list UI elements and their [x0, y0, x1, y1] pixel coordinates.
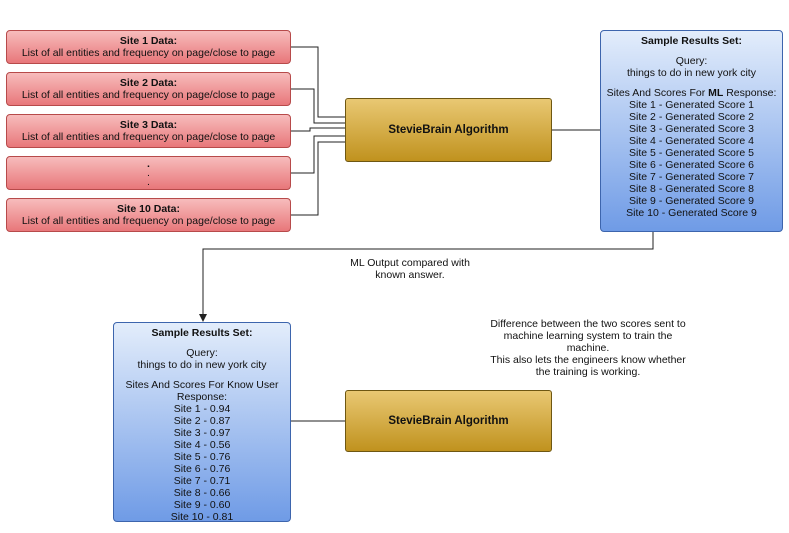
- ml-query-label: Query:: [675, 55, 708, 67]
- known-scores-heading-line-1: Sites And Scores For Know User: [125, 379, 279, 391]
- ml-score-row: Site 5 - Generated Score 5: [629, 147, 754, 159]
- ellipsis-dot-2: .: [147, 167, 150, 179]
- site-1-data-box: Site 1 Data: List of all entities and fr…: [6, 30, 291, 64]
- ml-score-row: Site 6 - Generated Score 6: [629, 159, 754, 171]
- ml-scores-heading-bold: ML: [708, 87, 724, 99]
- difference-note-line-2: machine learning system to train the: [503, 330, 673, 342]
- comparison-caption-line-1: ML Output compared with: [350, 257, 470, 269]
- stevie-brain-algorithm-bottom: StevieBrain Algorithm: [345, 390, 552, 452]
- ml-query-value: things to do in new york city: [627, 67, 756, 79]
- known-scores-heading-line-2: Response:: [176, 391, 228, 403]
- difference-note-line-3: machine.: [566, 342, 610, 354]
- ml-scores-heading: Sites And Scores For ML Response:: [601, 87, 782, 99]
- known-results-set: Sample Results Set: Query: things to do …: [113, 322, 291, 523]
- comparison-caption: ML Output compared with known answer.: [330, 257, 490, 281]
- known-score-row: Site 8 - 0.66: [173, 487, 231, 499]
- ellipsis-dot-3: .: [147, 176, 150, 188]
- ml-score-row: Site 10 - Generated Score 9: [626, 207, 757, 219]
- ml-results-set: Sample Results Set: Query: things to do …: [600, 30, 783, 232]
- ml-score-row: Site 7 - Generated Score 7: [629, 171, 754, 183]
- site-ellipsis-box: . . .: [6, 156, 291, 190]
- known-score-row: Site 5 - 0.76: [173, 451, 231, 463]
- known-score-row: Site 9 - 0.60: [173, 499, 231, 511]
- known-score-row: Site 4 - 0.56: [173, 439, 231, 451]
- difference-note: Difference between the two scores sent t…: [463, 318, 713, 378]
- known-score-row: Site 1 - 0.94: [173, 403, 231, 415]
- known-score-row: Site 10 - 0.81: [170, 511, 234, 523]
- ml-score-row: Site 1 - Generated Score 1: [629, 99, 754, 111]
- site-1-description: List of all entities and frequency on pa…: [21, 47, 276, 59]
- ml-score-row: Site 4 - Generated Score 4: [629, 135, 754, 147]
- site-1-title: Site 1 Data:: [119, 35, 178, 47]
- known-score-row: Site 6 - 0.76: [173, 463, 231, 475]
- site-3-title: Site 3 Data:: [119, 119, 178, 131]
- site-3-data-box: Site 3 Data: List of all entities and fr…: [6, 114, 291, 148]
- known-score-row: Site 3 - 0.97: [173, 427, 231, 439]
- known-query-label: Query:: [186, 347, 218, 359]
- ml-score-row: Site 8 - Generated Score 8: [629, 183, 754, 195]
- site-2-title: Site 2 Data:: [119, 77, 178, 89]
- site-2-data-box: Site 2 Data: List of all entities and fr…: [6, 72, 291, 106]
- ellipsis-dot-1: .: [147, 158, 150, 170]
- site-10-title: Site 10 Data:: [116, 203, 181, 215]
- known-query-value: things to do in new york city: [137, 359, 267, 371]
- ml-score-row: Site 9 - Generated Score 9: [629, 195, 754, 207]
- known-score-row: Site 2 - 0.87: [173, 415, 231, 427]
- ml-results-title: Sample Results Set:: [641, 35, 742, 47]
- difference-note-line-1: Difference between the two scores sent t…: [490, 318, 686, 330]
- ml-scores-heading-prefix: Sites And Scores For: [606, 87, 709, 99]
- site-3-description: List of all entities and frequency on pa…: [21, 131, 276, 143]
- ml-score-row: Site 2 - Generated Score 2: [629, 111, 754, 123]
- site-10-description: List of all entities and frequency on pa…: [21, 215, 276, 227]
- site-10-data-box: Site 10 Data: List of all entities and f…: [6, 198, 291, 232]
- difference-note-line-4: This also lets the engineers know whethe…: [490, 354, 686, 366]
- site-2-description: List of all entities and frequency on pa…: [21, 89, 276, 101]
- ml-score-row: Site 3 - Generated Score 3: [629, 123, 754, 135]
- known-results-title: Sample Results Set:: [151, 327, 253, 339]
- stevie-brain-algorithm-top: StevieBrain Algorithm: [345, 98, 552, 162]
- ml-scores-heading-suffix: Response:: [723, 87, 777, 99]
- known-score-row: Site 7 - 0.71: [173, 475, 231, 487]
- comparison-caption-line-2: known answer.: [375, 269, 445, 281]
- difference-note-line-5: the training is working.: [535, 366, 641, 378]
